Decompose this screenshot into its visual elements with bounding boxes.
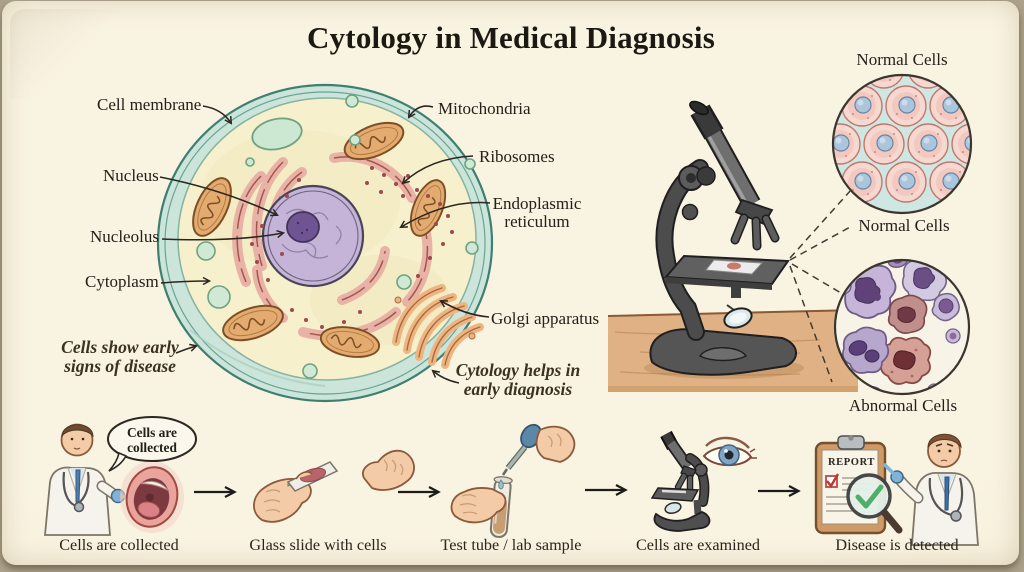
test-tube-icon bbox=[450, 423, 576, 538]
label-endoplasmic-reticulum: Endoplasmic reticulum bbox=[492, 194, 582, 232]
step-caption-1: Cells are collected bbox=[59, 536, 179, 554]
ribosomes-dots bbox=[250, 166, 454, 329]
glass-slide-icon bbox=[253, 449, 415, 523]
cell-illustration bbox=[156, 83, 494, 403]
examine-microscope-icon bbox=[650, 430, 757, 532]
step-caption-2: Glass slide with cells bbox=[249, 536, 387, 554]
dashed-sightlines bbox=[789, 189, 853, 383]
label-abnormal-cells: Abnormal Cells bbox=[848, 396, 958, 415]
step-caption-3: Test tube / lab sample bbox=[440, 536, 582, 554]
label-normal-cells-mid: Normal Cells bbox=[858, 216, 950, 235]
magnifier-icon bbox=[846, 473, 903, 534]
step-caption-5: Disease is detected bbox=[835, 536, 959, 554]
abnormal-cells-inset bbox=[833, 258, 971, 396]
label-cytoplasm: Cytoplasm bbox=[85, 272, 159, 291]
microscope-illustration bbox=[607, 100, 859, 392]
doctor-collecting-icon bbox=[44, 423, 184, 536]
report-title: REPORT bbox=[828, 457, 875, 468]
normal-cells-inset bbox=[831, 73, 973, 215]
doctor-pointing-icon bbox=[883, 433, 979, 546]
note-early-diagnosis: Cytology helps in early diagnosis bbox=[455, 360, 581, 399]
label-nucleus: Nucleus bbox=[103, 166, 159, 185]
label-mitochondria: Mitochondria bbox=[438, 99, 531, 118]
step-caption-4: Cells are examined bbox=[635, 536, 761, 554]
label-ribosomes: Ribosomes bbox=[479, 147, 555, 166]
label-nucleolus: Nucleolus bbox=[90, 227, 159, 246]
nucleus bbox=[261, 184, 365, 288]
label-normal-cells-top: Normal Cells bbox=[856, 50, 948, 69]
note-early-signs: Cells show early signs of disease bbox=[61, 337, 179, 376]
label-golgi-apparatus: Golgi apparatus bbox=[491, 309, 600, 328]
speech-bubble bbox=[107, 416, 197, 472]
vacuoles bbox=[196, 94, 479, 379]
open-mouth bbox=[125, 466, 179, 528]
page-title: Cytology in Medical Diagnosis bbox=[307, 20, 715, 55]
nucleolus bbox=[286, 211, 320, 243]
speech-bubble-text: Cells are collected bbox=[127, 425, 177, 455]
report-clipboard-icon bbox=[814, 435, 903, 535]
label-arrows bbox=[159, 105, 491, 384]
label-cell-membrane: Cell membrane bbox=[97, 95, 202, 114]
flow-arrows bbox=[194, 484, 801, 498]
eye-icon bbox=[702, 436, 757, 467]
